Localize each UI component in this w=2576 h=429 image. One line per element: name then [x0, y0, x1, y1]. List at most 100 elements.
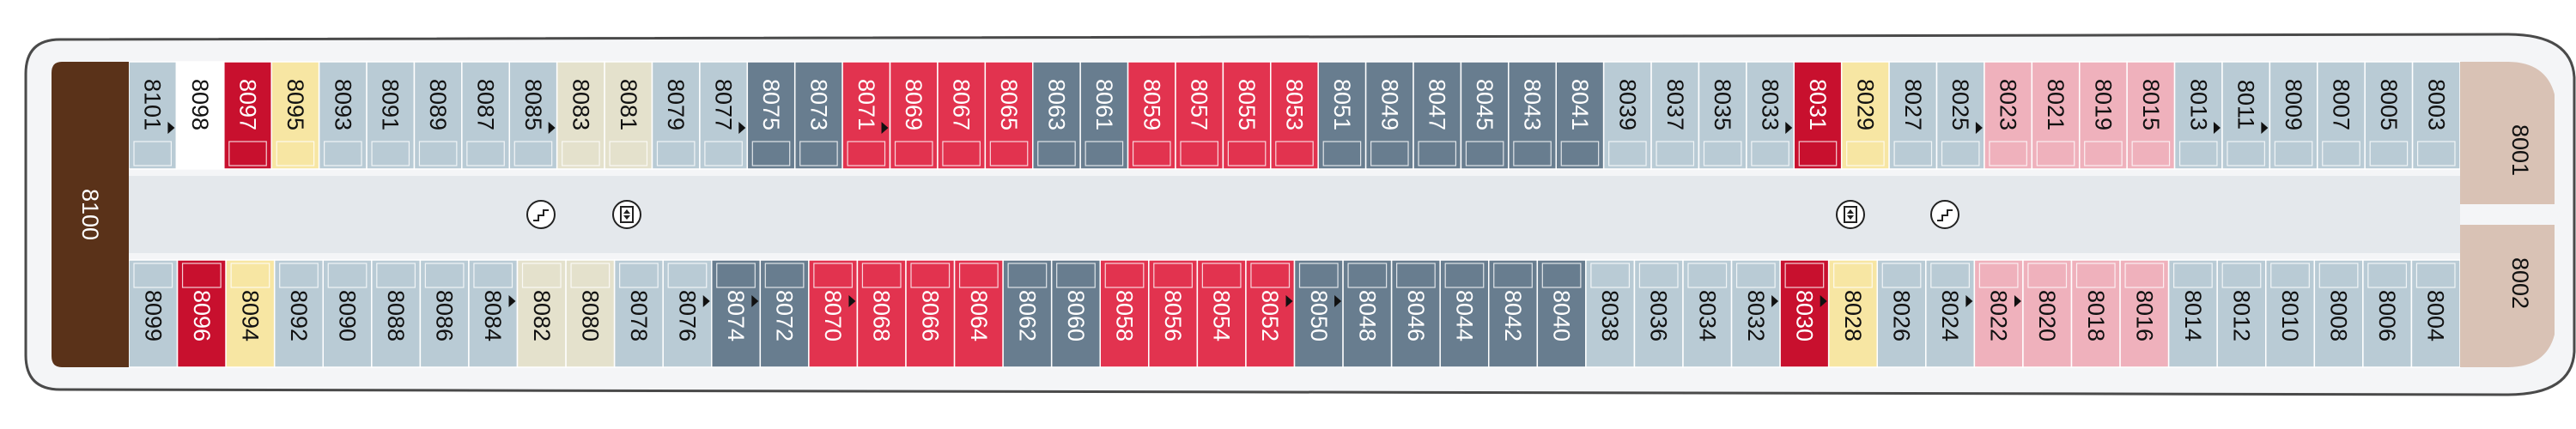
cabin-8040[interactable]: 8040: [1536, 259, 1587, 368]
cabin-8043[interactable]: 8043: [1508, 61, 1557, 170]
cabin-8067[interactable]: 8067: [937, 61, 987, 170]
cabin-8085[interactable]: 8085: [508, 61, 558, 170]
cabin-8083[interactable]: 8083: [556, 61, 605, 170]
cabin-8035[interactable]: 8035: [1698, 61, 1747, 170]
cabin-8074[interactable]: 8074: [711, 259, 762, 368]
cabin-8028[interactable]: 8028: [1827, 259, 1878, 368]
cabin-8016[interactable]: 8016: [2119, 259, 2170, 368]
cabin-8027[interactable]: 8027: [1888, 61, 1938, 170]
cabin-8086[interactable]: 8086: [419, 259, 470, 368]
cabin-8022[interactable]: 8022: [1973, 259, 2024, 368]
cabin-8049[interactable]: 8049: [1364, 61, 1414, 170]
cabin-8047[interactable]: 8047: [1413, 61, 1462, 170]
cabin-8077[interactable]: 8077: [699, 61, 749, 170]
cabin-8050[interactable]: 8050: [1293, 259, 1344, 368]
cabin-8046[interactable]: 8046: [1390, 259, 1441, 368]
cabin-8009[interactable]: 8009: [2269, 61, 2318, 170]
cabin-8021[interactable]: 8021: [2031, 61, 2081, 170]
cabin-8052[interactable]: 8052: [1245, 259, 1296, 368]
cabin-8088[interactable]: 8088: [371, 259, 422, 368]
cabin-8087[interactable]: 8087: [461, 61, 511, 170]
cabin-8034[interactable]: 8034: [1682, 259, 1733, 368]
cabin-8054[interactable]: 8054: [1196, 259, 1247, 368]
cabin-8044[interactable]: 8044: [1439, 259, 1490, 368]
cabin-8024[interactable]: 8024: [1925, 259, 1976, 368]
cabin-8090[interactable]: 8090: [322, 259, 373, 368]
cabin-8084[interactable]: 8084: [468, 259, 519, 368]
cabin-8031[interactable]: 8031: [1793, 61, 1843, 170]
cabin-8025[interactable]: 8025: [1935, 61, 1985, 170]
cabin-8092[interactable]: 8092: [273, 259, 324, 368]
cabin-8055[interactable]: 8055: [1222, 61, 1272, 170]
cabin-8042[interactable]: 8042: [1488, 259, 1539, 368]
suite-8100[interactable]: 8100: [52, 62, 129, 367]
cabin-8075[interactable]: 8075: [746, 61, 796, 170]
cabin-8079[interactable]: 8079: [651, 61, 701, 170]
cabin-8062[interactable]: 8062: [1002, 259, 1053, 368]
cabin-8057[interactable]: 8057: [1175, 61, 1224, 170]
cabin-8008[interactable]: 8008: [2313, 259, 2364, 368]
cabin-8048[interactable]: 8048: [1342, 259, 1393, 368]
cabin-8053[interactable]: 8053: [1270, 61, 1319, 170]
cabin-8012[interactable]: 8012: [2216, 259, 2267, 368]
cabin-8063[interactable]: 8063: [1032, 61, 1081, 170]
cabin-8026[interactable]: 8026: [1876, 259, 1927, 368]
cabin-8069[interactable]: 8069: [889, 61, 939, 170]
cabin-8005[interactable]: 8005: [2364, 61, 2414, 170]
cabin-8061[interactable]: 8061: [1079, 61, 1129, 170]
cabin-8011[interactable]: 8011: [2221, 61, 2271, 170]
suite-8001[interactable]: 8001: [2460, 62, 2555, 204]
cabin-8080[interactable]: 8080: [565, 259, 616, 368]
cabin-8029[interactable]: 8029: [1840, 61, 1890, 170]
cabin-8093[interactable]: 8093: [318, 61, 368, 170]
cabin-8066[interactable]: 8066: [905, 259, 956, 368]
cabin-8096[interactable]: 8096: [176, 259, 227, 368]
cabin-8030[interactable]: 8030: [1779, 259, 1830, 368]
cabin-8020[interactable]: 8020: [2022, 259, 2073, 368]
cabin-8089[interactable]: 8089: [413, 61, 463, 170]
cabin-8081[interactable]: 8081: [604, 61, 653, 170]
cabin-8007[interactable]: 8007: [2317, 61, 2366, 170]
cabin-8003[interactable]: 8003: [2411, 61, 2461, 170]
cabin-8098[interactable]: 8098: [175, 61, 225, 170]
cabin-8073[interactable]: 8073: [793, 61, 843, 170]
cabin-8014[interactable]: 8014: [2167, 259, 2218, 368]
cabin-8094[interactable]: 8094: [225, 259, 276, 368]
cabin-8099[interactable]: 8099: [128, 259, 179, 368]
cabin-8076[interactable]: 8076: [662, 259, 713, 368]
cabin-8095[interactable]: 8095: [270, 61, 320, 170]
cabin-8078[interactable]: 8078: [613, 259, 664, 368]
cabin-8051[interactable]: 8051: [1317, 61, 1367, 170]
cabin-8056[interactable]: 8056: [1148, 259, 1199, 368]
cabin-8038[interactable]: 8038: [1585, 259, 1636, 368]
cabin-8036[interactable]: 8036: [1633, 259, 1684, 368]
cabin-8068[interactable]: 8068: [856, 259, 907, 368]
cabin-8041[interactable]: 8041: [1555, 61, 1605, 170]
cabin-8023[interactable]: 8023: [1984, 61, 2033, 170]
cabin-8013[interactable]: 8013: [2173, 61, 2223, 170]
cabin-8072[interactable]: 8072: [759, 259, 810, 368]
cabin-8058[interactable]: 8058: [1099, 259, 1150, 368]
cabin-8033[interactable]: 8033: [1746, 61, 1795, 170]
cabin-8045[interactable]: 8045: [1460, 61, 1510, 170]
cabin-8015[interactable]: 8015: [2126, 61, 2176, 170]
cabin-8070[interactable]: 8070: [808, 259, 859, 368]
cabin-8032[interactable]: 8032: [1730, 259, 1781, 368]
cabin-8006[interactable]: 8006: [2362, 259, 2413, 368]
cabin-8019[interactable]: 8019: [2078, 61, 2128, 170]
cabin-8018[interactable]: 8018: [2070, 259, 2121, 368]
cabin-8071[interactable]: 8071: [841, 61, 891, 170]
cabin-8082[interactable]: 8082: [516, 259, 567, 368]
cabin-8097[interactable]: 8097: [223, 61, 272, 170]
cabin-8091[interactable]: 8091: [366, 61, 416, 170]
cabin-8101[interactable]: 8101: [128, 61, 178, 170]
cabin-8064[interactable]: 8064: [953, 259, 1004, 368]
cabin-8059[interactable]: 8059: [1127, 61, 1176, 170]
cabin-8060[interactable]: 8060: [1050, 259, 1101, 368]
cabin-8010[interactable]: 8010: [2265, 259, 2316, 368]
suite-8002[interactable]: 8002: [2460, 225, 2555, 367]
cabin-8039[interactable]: 8039: [1602, 61, 1652, 170]
cabin-8065[interactable]: 8065: [984, 61, 1034, 170]
cabin-8037[interactable]: 8037: [1650, 61, 1700, 170]
cabin-8004[interactable]: 8004: [2410, 259, 2461, 368]
